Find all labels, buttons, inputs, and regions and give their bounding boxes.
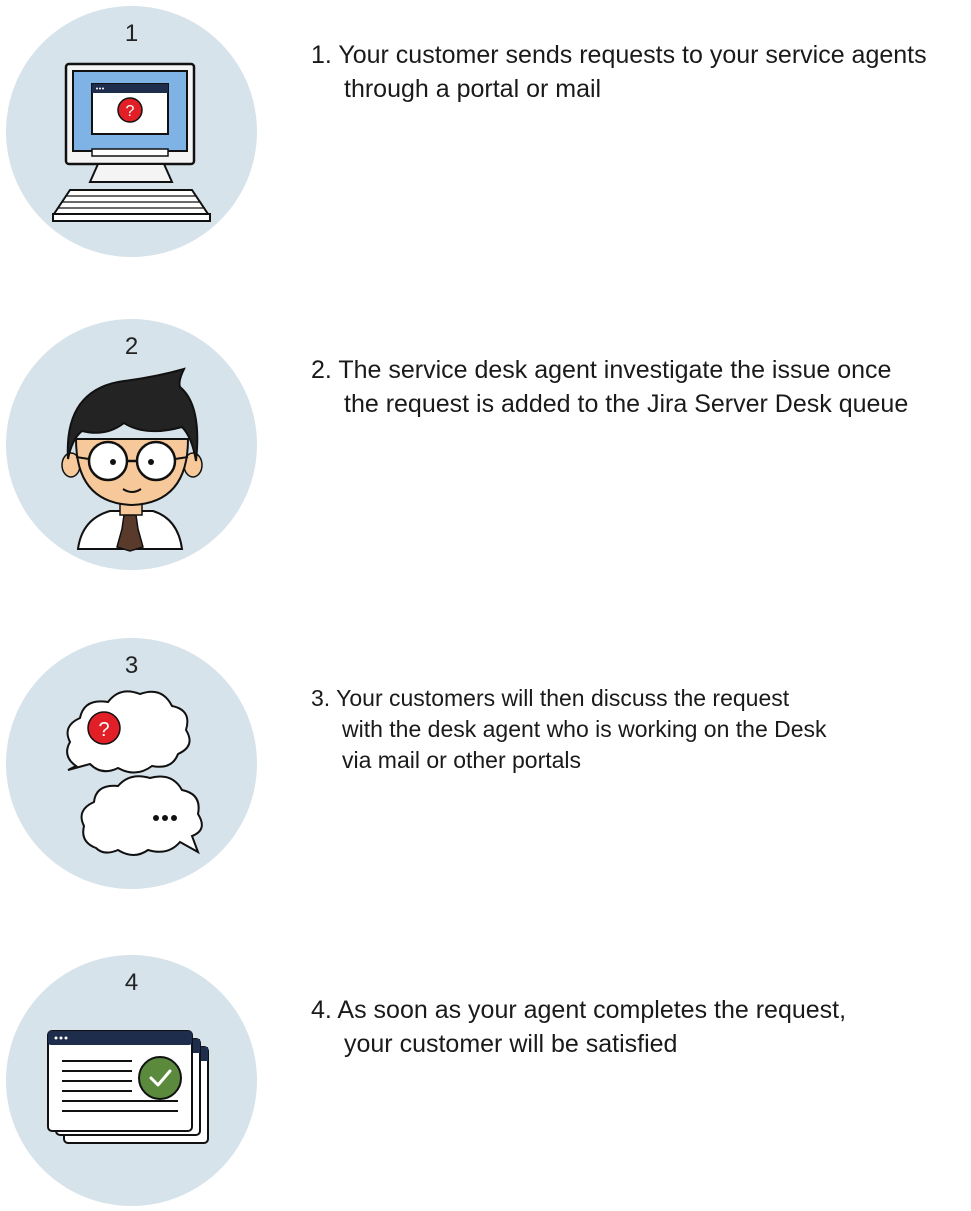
computer-question-icon: ? bbox=[52, 62, 211, 222]
step-number: 1 bbox=[124, 20, 139, 47]
step-text-line: 2. The service desk agent investigate th… bbox=[311, 356, 892, 384]
service-agent-icon bbox=[61, 367, 203, 552]
step-2-text: 2. The service desk agent investigate th… bbox=[311, 353, 908, 421]
chat-bubbles-icon: ? bbox=[66, 690, 203, 856]
step-text-line: 3. Your customers will then discuss the … bbox=[311, 685, 790, 711]
svg-text:?: ? bbox=[126, 103, 135, 120]
step-text-line: 1. Your customer sends requests to your … bbox=[311, 41, 927, 69]
step-3-text: 3. Your customers will then discuss the … bbox=[311, 683, 827, 776]
step-text-line: 4. As soon as your agent completes the r… bbox=[311, 996, 847, 1024]
step-number: 2 bbox=[124, 333, 139, 360]
step-text-line: via mail or other portals bbox=[342, 747, 582, 773]
step-text-line: through a portal or mail bbox=[344, 75, 602, 103]
step-text-line: your customer will be satisfied bbox=[344, 1030, 678, 1058]
completed-window-icon bbox=[47, 1030, 209, 1144]
step-text-line: the request is added to the Jira Server … bbox=[344, 390, 909, 418]
step-4-text: 4. As soon as your agent completes the r… bbox=[311, 993, 846, 1061]
step-text-line: with the desk agent who is working on th… bbox=[342, 716, 827, 742]
step-1-circle: 1 ? bbox=[6, 6, 257, 257]
step-1-text: 1. Your customer sends requests to your … bbox=[311, 38, 927, 106]
svg-text:?: ? bbox=[98, 719, 109, 741]
step-3-circle: 3 ? bbox=[6, 638, 257, 889]
step-number: 3 bbox=[124, 652, 139, 679]
step-4-circle: 4 bbox=[6, 955, 257, 1206]
step-2-circle: 2 bbox=[6, 319, 257, 570]
step-number: 4 bbox=[124, 969, 139, 996]
